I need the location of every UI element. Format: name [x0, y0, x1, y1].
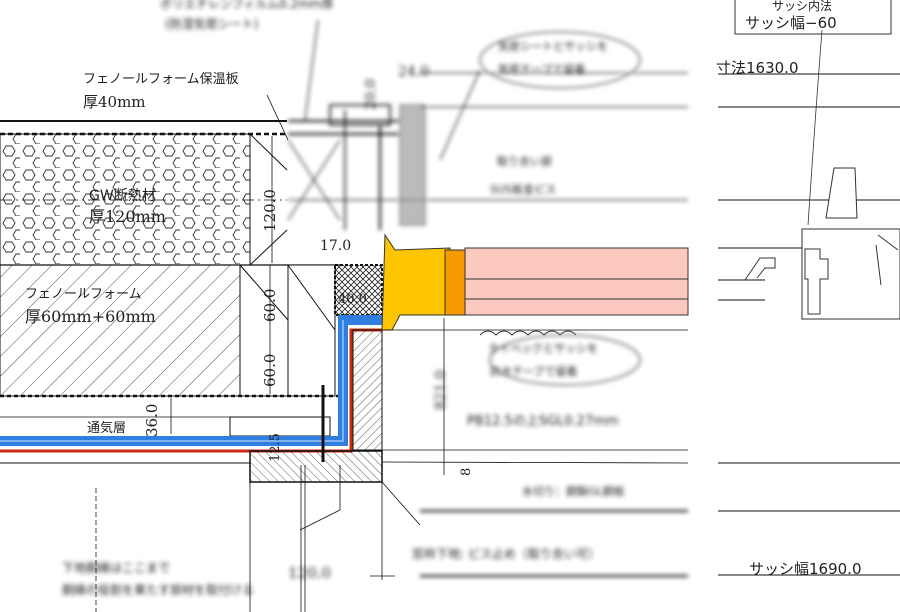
dim-right-a: 821.0 [433, 370, 449, 410]
finish-note: 水切り：鋼製GL鋼板 [522, 484, 625, 498]
dim-gap: 17.0 [320, 238, 351, 254]
dim-frame: 40.0 [338, 292, 367, 307]
cloud-note-bottom-1: タイベックとサッシを [488, 342, 598, 355]
dim-bottom: 120.0 [288, 564, 331, 582]
film-note-sub: (防湿気密シート) [165, 16, 258, 31]
sill-block [249, 450, 383, 483]
label-phenol-foam-thickness: 厚60mm+60mm [25, 307, 156, 326]
sash-frame-yellow [381, 233, 451, 331]
bottom-note-2: 胴縁の役割を果たす部材を取付ける [62, 582, 254, 597]
dim-gw: 120.0 [261, 189, 279, 232]
blurred-sill-notes: タイベックとサッシを 防水テープで留着 PB12.5の上SGL0.27mm 水切… [62, 334, 688, 597]
dim-board: 12.5 [268, 433, 283, 462]
film-note: ポリエチレンフィルム0.2mm厚 [160, 0, 334, 11]
dim-top-a: 24.0 [398, 64, 429, 80]
fixing-note-2: SUS板金ビス [490, 182, 556, 196]
label-inner-dimension: 寸法1630.0 [716, 59, 799, 77]
label-gw: GW断熱材 [89, 188, 156, 204]
bottom-note-1: 下地胴縁はここまで [62, 560, 170, 575]
label-sash-inner: サッシ内法 [772, 0, 832, 13]
fixing-note-1: 取り合い部 [497, 154, 552, 168]
label-phenol-foam: フェノールフォーム [25, 287, 142, 302]
dim-top-b: 20.0 [363, 79, 379, 110]
dim-air: 36.0 [143, 404, 161, 437]
cloud-note-bottom-2: 防水テープで留着 [490, 364, 577, 378]
label-air-layer: 通気層 [87, 420, 126, 436]
label-phenol-board: フェノールフォーム保温板 [83, 72, 239, 87]
cloud-note-top-2: 気密テープで留着 [498, 62, 585, 76]
label-gw-thickness: 厚120mm [89, 207, 166, 226]
blurred-window-head-detail: ポリエチレンフィルム0.2mm厚 (防湿気密シート) 気密シートとサッシを 気密… [160, 0, 688, 230]
board-note: PB12.5の上SGL0.27mm [467, 414, 619, 429]
base-note: 窓枠下地: ビス止め（取り合い可） [412, 546, 600, 561]
label-phenol-board-thickness: 厚40mm [83, 93, 146, 111]
label-sash-width: サッシ幅1690.0 [749, 560, 862, 578]
sash-profile-right [718, 0, 900, 576]
cloud-note-top-1: 気密シートとサッシを [498, 39, 608, 53]
frame-base-block [352, 329, 383, 451]
label-sash-width-minus: サッシ幅−60 [745, 14, 837, 32]
phenol-foam-block [0, 264, 241, 397]
gw-insulation-block [0, 133, 251, 266]
crosshatch-block [334, 264, 383, 316]
dim-small: 8 [459, 468, 474, 476]
